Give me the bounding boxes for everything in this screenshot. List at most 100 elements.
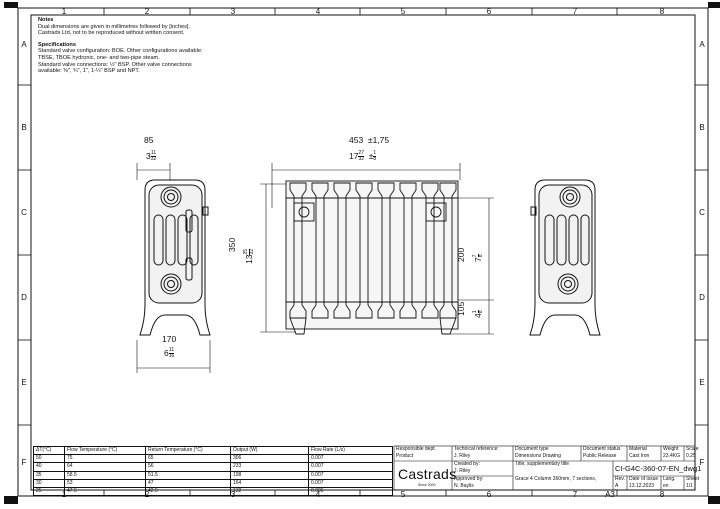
table-cell: 0.007 [308,462,393,472]
notes-line: Castrads Ltd, not to be reproduced witho… [38,30,185,37]
table-cell: 50 [33,454,65,464]
table-cell: 0.007 [308,478,393,488]
frac-den: 32 [358,156,365,163]
spec-line: Standard valve connections: ½" BSP. Othe… [38,61,192,68]
frac-den: 16 [168,353,175,360]
tb-weight-value: 23.4KG [663,453,680,459]
frac-den: 8 [373,156,377,163]
left-side-view [139,179,211,336]
zone-col-3: 3 [230,7,236,16]
centres-mm-label: 200 [456,247,466,262]
depth-mm-label: 85 [144,135,154,145]
tb-sheet-label: Sheet [686,476,700,482]
zone-row-d-right: D [699,293,705,302]
zone-col-7-bottom: 7 [572,490,578,499]
zone-col-2: 2 [144,7,150,16]
table-header-row: ΔT(°C) Flow Temperature (°C) Return Temp… [33,445,393,456]
table-cell: 0.007 [308,454,393,464]
tb-doc-type-value: Dimensions Drawing [515,453,561,459]
zone-col-5-bottom: 5 [400,490,406,499]
zone-col-4: 4 [315,7,321,16]
table-cell: 306 [230,454,309,464]
corner-mark [4,2,18,8]
tb-sheet-value: 1/1 [686,483,693,489]
table-header: Return Temperature (°C) [145,445,231,456]
castrads-logo-sub: Since 2000 [418,483,436,487]
tb-tech-ref-value: J. Riley [454,453,471,459]
zone-col-6-bottom: 6 [486,490,492,499]
spec-line: available: ⅜", ¾", 1", 1-¼" BSP and NPT. [38,68,140,75]
tb-approved-label: Approved by: [454,476,484,482]
width-in-whole: 17 [349,151,359,161]
zone-row-f-right: F [699,458,705,467]
right-side-view [529,179,601,336]
table-header: Flow Temperature (°C) [64,445,146,456]
notes-line: Dual dimensions are given in millimetres… [38,23,191,30]
table-row: 40 64 56 233 0.007 [33,462,393,472]
zone-col-1: 1 [61,7,67,16]
table-cell: 30 [33,478,65,488]
table-cell: 65 [145,454,231,464]
frac-den: 32 [150,156,157,163]
table-header: ΔT(°C) [33,445,65,456]
table-row: 35 58.5 51.5 198 0.007 [33,470,393,480]
table-cell: 51.5 [145,470,231,480]
foot-in-whole: 6 [164,348,169,358]
zone-row-e-right: E [699,378,705,387]
output-table: ΔT(°C) Flow Temperature (°C) Return Temp… [33,445,393,497]
tb-issue-label: Date of issue [629,476,659,482]
tb-doc-status-label: Document status [583,446,621,452]
frac-den: 8 [478,310,485,314]
tb-lang-label: Lang. [663,476,676,482]
tb-doc-status-value: Public Release [583,453,617,459]
tb-scale-label: Scale [686,446,699,452]
height-mm-label: 350 [227,237,237,252]
table-cell: 198 [230,470,309,480]
width-mm: 453 [349,135,364,145]
tb-rev-value: A [615,483,619,489]
table-cell: 64 [64,462,146,472]
table-cell: 0.007 [308,470,393,480]
zone-row-d: D [21,293,27,302]
table-cell: 75 [64,454,146,464]
floor-mm-label: 105 [456,301,466,316]
tb-scale-value: 0.25 [686,453,696,459]
frac-num: 27 [358,150,365,157]
table-cell: 35 [33,470,65,480]
tb-approved-value: N. Baylis [454,483,474,489]
zone-col-8-bottom: 8 [659,490,665,499]
table-cell: 233 [230,462,309,472]
frac-num: 1 [373,150,377,157]
height-in-whole: 13 [244,254,254,264]
table-cell: 40 [33,462,65,472]
zone-row-b: B [21,123,27,132]
table-row: 30 53 47 164 0.007 [33,478,393,488]
spec-heading: Specifications [38,41,76,48]
zone-col-5: 5 [400,7,406,16]
table-cell: 58.5 [64,470,146,480]
frac-num: 11 [168,347,175,354]
tb-responsible-label: Responsible dept. [396,446,437,452]
tb-title-label: Title, supplementary title [515,461,570,467]
zone-row-a: A [21,40,27,49]
tb-title-value: Grace 4 Column 360mm, 7 sections, [515,476,597,482]
spec-line: TBSE, TBOE hydronic, one- and two-pipe s… [38,54,160,61]
zone-row-f: F [21,458,27,467]
tb-rev-label: Rev. [615,476,625,482]
paper-size-label: A3 [605,490,615,499]
width-tol: ±1,75 [367,135,390,145]
zone-row-e: E [21,378,27,387]
zone-row-a-right: A [699,40,705,49]
tb-tech-ref-label: Technical reference: [454,446,499,452]
front-view-dimensions [260,163,494,335]
frac-num: 11 [150,150,157,157]
tb-weight-label: Weight [663,446,679,452]
